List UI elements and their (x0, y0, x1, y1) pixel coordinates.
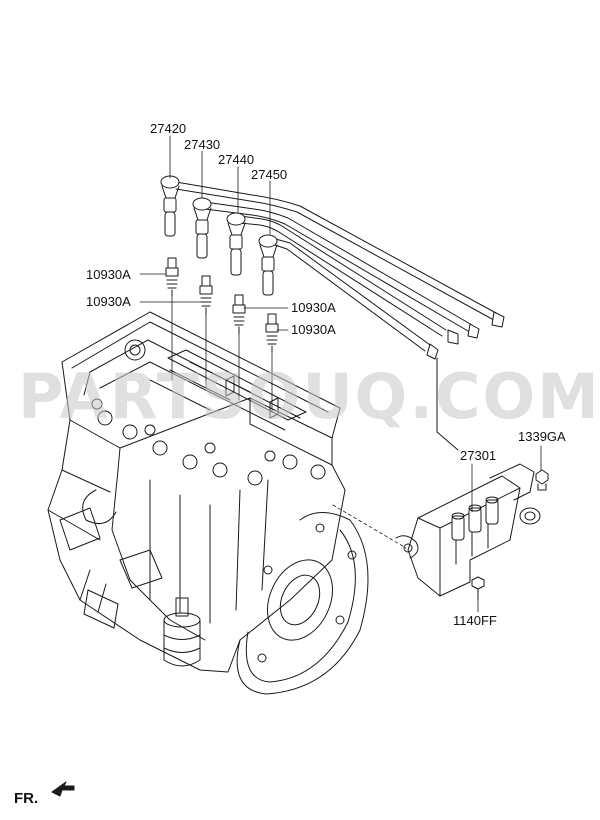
bolt-1339ga[interactable] (535, 469, 549, 491)
part-label-27440[interactable]: 27440 (218, 152, 255, 167)
engine-block (47, 311, 346, 673)
plug-boot-3[interactable] (226, 212, 246, 276)
plug-wire-27420[interactable] (175, 181, 505, 328)
spark-plug-1[interactable] (165, 257, 179, 297)
spark-plug-4[interactable] (265, 313, 279, 353)
spark-plug-2[interactable] (199, 275, 213, 315)
plug-wire-27440[interactable] (239, 215, 459, 345)
spark-plug-3[interactable] (232, 294, 246, 334)
part-label-10930a-4[interactable]: 10930A (291, 322, 336, 337)
watermark: PARTSOUQ.COM (18, 360, 600, 433)
part-label-10930a-1[interactable]: 10930A (86, 267, 131, 282)
plug-boot-4[interactable] (258, 234, 278, 296)
front-direction-arrow-icon (51, 781, 75, 797)
oil-filter (163, 597, 201, 667)
bolt-1140ff[interactable] (471, 576, 485, 601)
leader-lines (139, 135, 542, 613)
ignition-coil-pack[interactable] (395, 463, 541, 597)
part-label-1339ga[interactable]: 1339GA (518, 429, 566, 444)
plug-boot-2[interactable] (192, 197, 212, 259)
plug-boot-1[interactable] (160, 175, 180, 237)
front-direction-label: FR. (14, 790, 39, 807)
part-label-10930a-2[interactable]: 10930A (86, 294, 131, 309)
part-label-27430[interactable]: 27430 (184, 137, 221, 152)
part-label-27450[interactable]: 27450 (251, 167, 288, 182)
part-label-27420[interactable]: 27420 (150, 121, 187, 136)
part-label-10930a-3[interactable]: 10930A (291, 300, 336, 315)
plug-wire-27430[interactable] (204, 201, 480, 339)
part-label-1140ff[interactable]: 1140FF (453, 613, 497, 628)
part-label-27301[interactable]: 27301 (460, 448, 497, 463)
flywheel-housing (236, 512, 369, 695)
